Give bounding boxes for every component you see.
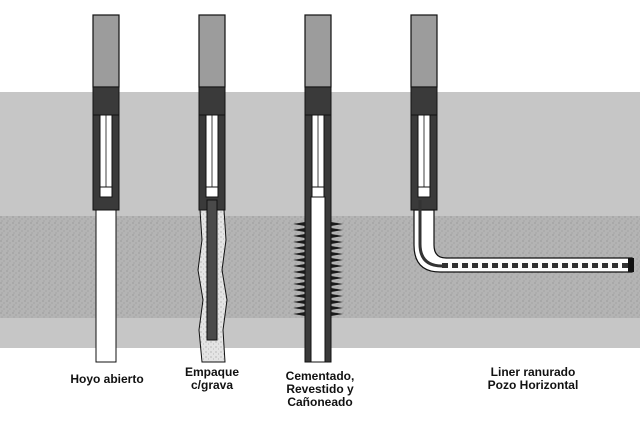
perforation-tunnel <box>293 222 305 226</box>
label-cemented: Cementado, Revestido y Cañoneado <box>272 370 368 409</box>
perforation-tunnel <box>331 288 343 292</box>
wellhead-tube <box>410 14 438 88</box>
packer <box>99 186 113 198</box>
wellhead-tube <box>92 14 120 88</box>
perforation-tunnels <box>293 222 343 316</box>
perforation-tunnel <box>331 228 343 232</box>
packer <box>417 186 431 198</box>
casing-collar <box>198 86 226 116</box>
liner-end-cap <box>628 258 634 272</box>
label-line: Empaque <box>184 365 239 379</box>
casing-collar <box>92 86 120 116</box>
label-line: Pozo Horizontal <box>487 378 579 392</box>
perforation-tunnel <box>331 276 343 280</box>
label-line: c/grava <box>190 378 234 392</box>
perforation-tunnel <box>293 288 305 292</box>
casing-collar <box>304 86 332 116</box>
perforation-tunnel <box>293 264 305 268</box>
label-slotted-liner: Liner ranurado Pozo Horizontal <box>468 366 598 392</box>
perforation-tunnel <box>293 300 305 304</box>
wellhead-tube <box>198 14 226 88</box>
perforation-tunnel <box>293 276 305 280</box>
perforation-tunnel <box>293 258 305 262</box>
wellhead-tube <box>304 14 332 88</box>
perforation-tunnel <box>293 270 305 274</box>
perforation-tunnel <box>331 222 343 226</box>
label-line: Cementado, <box>285 369 355 383</box>
perforation-tunnel <box>331 240 343 244</box>
label-line: Cañoneado <box>287 395 353 409</box>
perforation-tunnel <box>293 282 305 286</box>
perforation-tunnel <box>293 294 305 298</box>
perforation-tunnel <box>331 312 343 316</box>
perforation-tunnel <box>293 240 305 244</box>
label-line: Hoyo abierto <box>70 372 144 386</box>
perforation-tunnel <box>293 312 305 316</box>
perforation-tunnel <box>293 252 305 256</box>
perforation-tunnel <box>331 258 343 262</box>
casing-collar <box>410 86 438 116</box>
well-cemented-perforated <box>293 14 343 363</box>
perforation-tunnel <box>293 228 305 232</box>
perforation-tunnel <box>293 234 305 238</box>
perforation-tunnel <box>331 306 343 310</box>
screen-pipe <box>206 199 218 341</box>
label-line: Liner ranurado <box>490 365 576 379</box>
well-open-hole <box>92 14 120 363</box>
perforation-tunnel <box>331 294 343 298</box>
cased-bore <box>310 196 326 363</box>
perforation-tunnel <box>293 246 305 250</box>
label-gravel-pack: Empaque c/grava <box>170 366 254 392</box>
perforation-tunnel <box>293 306 305 310</box>
perforation-tunnel <box>331 300 343 304</box>
label-open-hole: Hoyo abierto <box>62 373 152 386</box>
packer <box>311 186 325 198</box>
perforation-tunnel <box>331 282 343 286</box>
perforation-tunnel <box>331 246 343 250</box>
perforation-tunnel <box>331 264 343 268</box>
open-borehole <box>95 209 117 363</box>
well-gravel-pack <box>197 14 228 363</box>
slotted-liner-vertical <box>418 200 443 268</box>
perforation-tunnel <box>331 270 343 274</box>
well-horizontal-slotted-liner <box>410 14 634 273</box>
perforation-tunnel <box>331 234 343 238</box>
label-line: Revestido y <box>286 382 354 396</box>
packer <box>205 186 219 198</box>
perforation-tunnel <box>331 252 343 256</box>
